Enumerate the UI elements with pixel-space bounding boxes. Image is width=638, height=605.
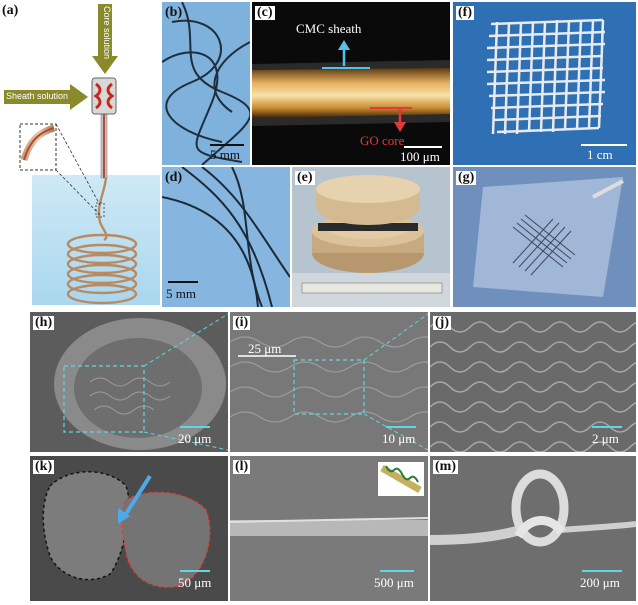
panel-label: (a) [2,3,19,18]
scale-bar [180,426,210,428]
panel-label: (f) [456,5,474,20]
panel-j: (j) 2 μm [430,312,636,452]
panel-m: (m) 200 μm [430,456,636,601]
core-solution-label: Core solution [102,6,112,60]
scale-text: 100 μm [400,149,440,164]
panel-label: (b) [165,5,183,20]
core-annotation: GO core [360,133,405,148]
panel-d: (d) 5 mm [162,167,290,307]
panel-label: (e) [295,170,315,185]
wet-fiber-image [162,2,250,165]
wrinkled-sheets-sem [430,321,636,452]
panel-k: (k) 50 μm [30,456,228,601]
panel-a: (a) Core solution Sheath solution [0,0,160,310]
sheath-annotation: CMC sheath [296,21,362,36]
panel-label: (h) [33,315,55,330]
wooden-spool-image [292,175,450,307]
panel-label: (i) [233,315,251,330]
panel-e: (e) [292,167,450,307]
fiber-micrograph [252,40,450,132]
woven-mesh-image [486,18,606,135]
panel-b: (b) 5 mm [162,2,250,165]
panel-label: (l) [233,459,251,474]
panel-label: (d) [165,170,183,185]
cross-section-detail-sem [230,313,428,451]
scale-text: 1 cm [587,147,613,162]
scale-bar [582,570,622,572]
scale-text: 5 mm [210,147,240,162]
twisted-fiber-sem [230,462,428,536]
scale-bar [592,426,622,428]
scale-bar [380,570,414,572]
panel-c: (c) CMC sheath GO core 100 μm [252,2,450,165]
panel-h: (h) 20 μm [30,312,228,452]
coaxial-spinning-schematic [4,4,160,305]
panel-l: (l) 500 μm [230,456,428,601]
scale-text: 50 μm [178,575,212,590]
scale-text: 500 μm [374,575,414,590]
scale-text: 200 μm [580,575,620,590]
sheath-solution-label: Sheath solution [6,91,69,101]
panel-label: (j) [433,315,451,330]
knotted-fiber-sem [430,469,636,547]
scale-text: 20 μm [178,431,212,446]
core-solution-arrow [92,4,118,74]
scale-bar [581,144,627,146]
scale-bar [404,146,442,148]
panel-label: (m) [433,459,458,474]
transparent-film-image [473,177,624,297]
dual-core-cross-section-sem [42,471,211,588]
panel-label: (c) [255,5,275,20]
panel-g: (g) [453,167,636,307]
scale-bar [386,426,416,428]
panel-f: (f) 1 cm [453,2,636,165]
scale-text: 2 μm [592,431,619,446]
scale-bar [210,144,244,146]
scale-text: 5 mm [166,286,196,301]
panel-label: (g) [456,170,477,185]
scale-bar [180,570,210,572]
inset-scale-text: 25 μm [248,341,282,356]
panel-i: (i) 25 μm 10 μm [230,312,428,452]
panel-label: (k) [33,459,55,474]
sheath-solution-arrow [4,84,88,110]
fiber-coil [66,233,138,305]
dry-fiber-image [162,167,290,307]
fiber-cross-section-sem [54,313,228,451]
scale-bar [168,281,198,283]
scale-text: 10 μm [382,431,416,446]
